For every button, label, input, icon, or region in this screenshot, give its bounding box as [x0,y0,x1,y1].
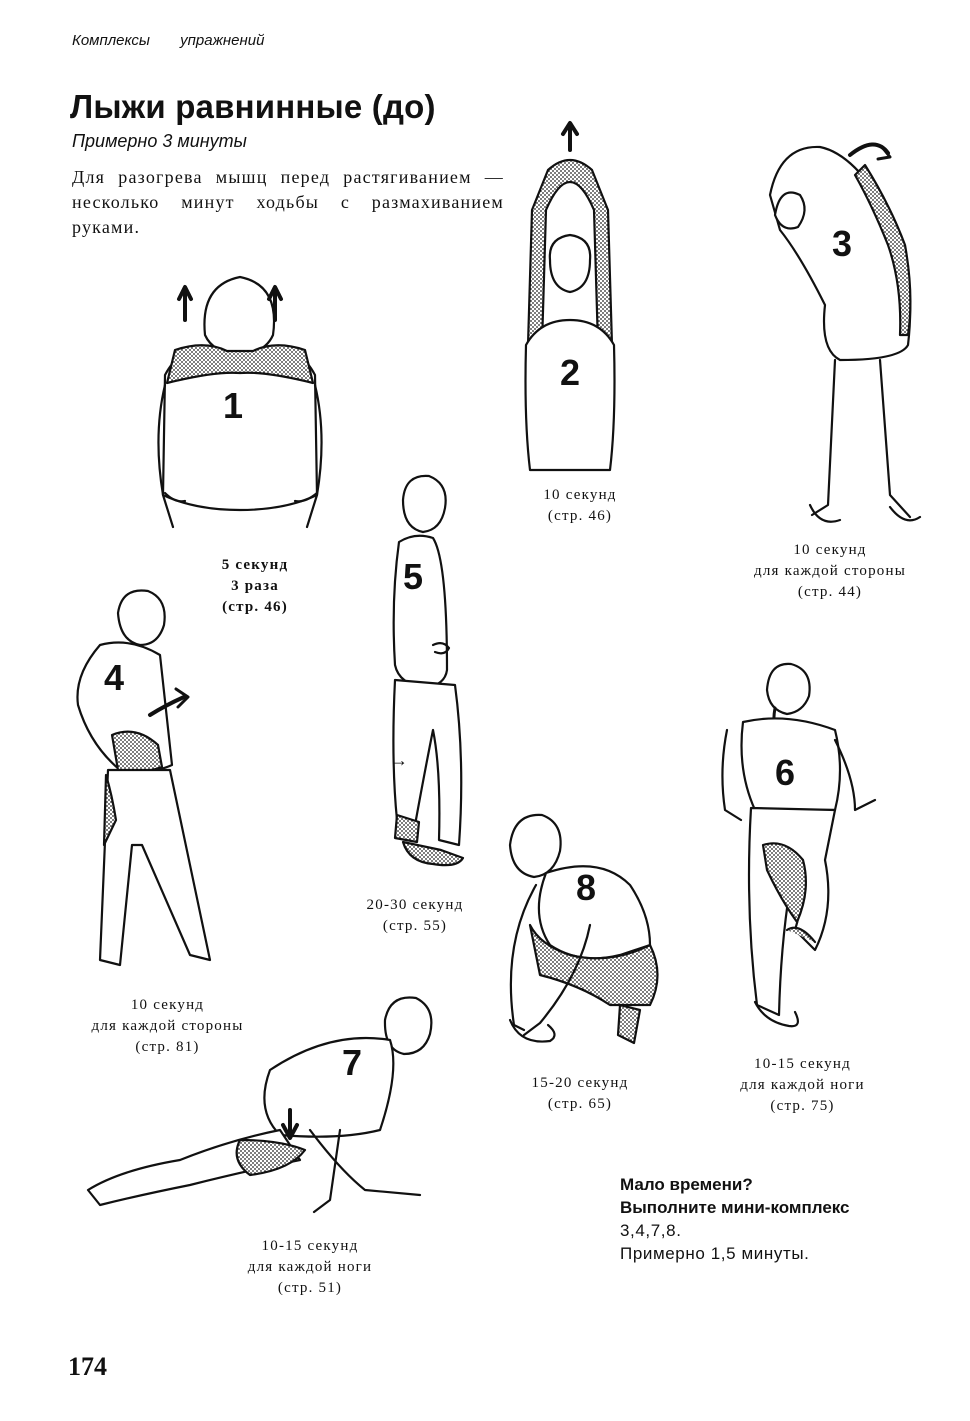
figure-7-lunge: 7 [80,990,440,1225]
figure-2-illustration [524,121,616,472]
figure-5-number: 5 [403,556,424,597]
figure-3-caption: 10 секунд для каждой стороны (стр. 44) [754,542,906,600]
running-header: Комплексы упражнений [72,32,265,49]
figure-1-number: 1 [223,385,244,426]
figure-2-overhead-stretch: 2 [510,120,630,480]
figure-5-illustration [392,474,465,867]
figure-8-squat: 8 [500,805,670,1055]
subtitle: Примерно 3 минуты [72,131,247,151]
arrow-right-icon: → [390,750,408,770]
figure-4-caption: 10 секунд для каждой стороны (стр. 81) [91,997,244,1055]
mini-complex-duration: Примерно 1,5 минуты. [620,1244,810,1263]
page-title: Лыжи равнинные (до) [70,88,436,125]
figure-4-number: 4 [104,657,125,698]
figure-3-illustration [768,142,922,523]
figure-1-caption: 5 секунд 3 раза (стр. 46) [221,557,289,615]
mini-complex-exercises: 3,4,7,8. [620,1221,682,1240]
figure-7-caption: 10-15 секунд для каждой ноги (стр. 51) [247,1238,373,1296]
mini-complex-note: Мало времени? Выполните мини-комплекс 3,… [620,1173,940,1265]
figure-3-number: 3 [832,223,853,264]
figure-6-quad-stretch: 6 [715,660,880,1045]
figure-6-caption: 10-15 секунд для каждой ноги (стр. 75) [740,1056,865,1114]
figure-8-caption: 15-20 секунд (стр. 65) [531,1075,629,1112]
figure-6-illustration [721,662,877,1028]
figure-6-number: 6 [775,752,796,793]
figure-4-illustration [76,589,212,967]
figure-7-number: 7 [342,1042,363,1083]
figure-5-caption: 20-30 секунд (стр. 55) [366,897,464,934]
figure-5-knee-bend: 5 [385,470,475,885]
figure-2-number: 2 [560,352,581,393]
figure-2-caption: 10 секунд (стр. 46) [543,487,617,524]
figure-7-illustration [86,996,433,1214]
figure-1-shoulder-shrug: 1 [145,265,335,535]
figure-1-illustration [157,275,323,529]
mini-complex-instruction: Выполните мини-комплекс [620,1198,850,1217]
figure-3-side-bend: 3 [740,135,930,530]
page-number: 174 [68,1352,107,1381]
figure-8-number: 8 [576,867,597,908]
intro-text: Для разогрева мышц перед растягиванием —… [72,167,504,237]
mini-complex-question: Мало времени? [620,1175,753,1194]
figure-4-trunk-twist: 4 [70,585,220,975]
figure-8-illustration [508,813,659,1045]
